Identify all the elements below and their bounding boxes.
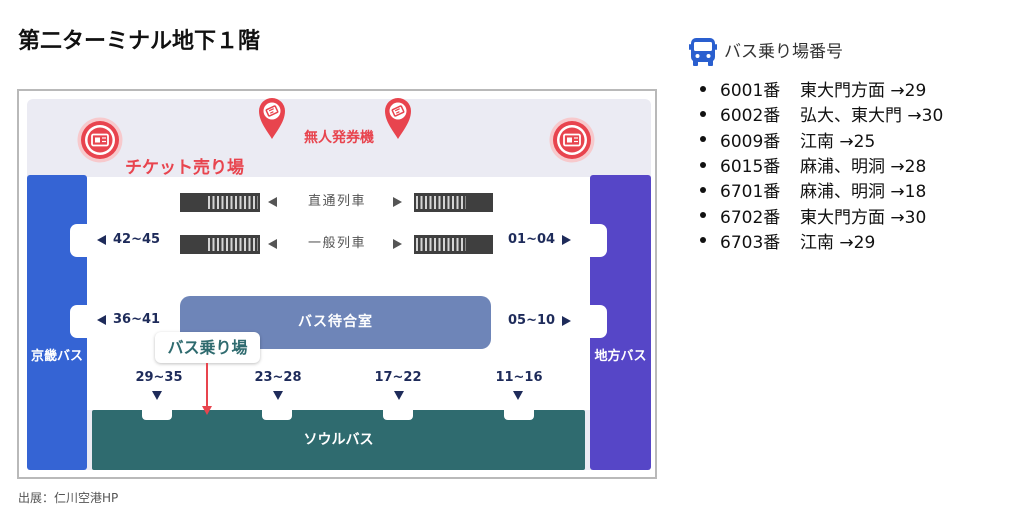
left-arrow-icon [97, 235, 106, 245]
train-icon [414, 193, 493, 212]
ticket-counter-icon [77, 117, 123, 163]
list-item: 6702番 東大門方面 →30 [700, 202, 943, 228]
terminal-map: 無人発券機 チケット売り場 京畿バス 地方バス 直通列車 一般列車 42~45 … [17, 89, 657, 479]
red-arrow-icon [206, 363, 208, 408]
ticket-counter-label: チケット売り場 [125, 158, 244, 178]
bus-number: 6702番 [720, 207, 781, 228]
gyeonggi-bus-label: 京畿バス [30, 349, 83, 364]
left-arrow-icon [268, 197, 277, 207]
bullet-icon [700, 186, 706, 193]
bus-destination: 江南 →29 [800, 232, 876, 253]
bullet-icon [700, 161, 706, 168]
gate-tab [262, 406, 292, 420]
bottom-gate-label: 17~22 [374, 370, 422, 385]
bus-destination: 麻浦、明洞 →28 [800, 157, 927, 178]
gate-tab [383, 406, 413, 420]
bus-destination: 東大門方面 →30 [800, 207, 927, 228]
bus-number: 6703番 [720, 232, 781, 253]
waiting-room-label: バス待合室 [298, 314, 373, 330]
gate-tab [142, 406, 172, 420]
left-gate-lower: 36~41 [97, 312, 160, 328]
bus-stop-list: 6001番 東大門方面 →29 6002番 弘大、東大門 →30 6009番 江… [700, 76, 943, 253]
bus-number: 6701番 [720, 182, 781, 203]
bottom-gate-label: 23~28 [254, 370, 302, 385]
map-pin-ticket-icon [259, 98, 285, 139]
train-icon [414, 235, 493, 254]
train-icon [180, 235, 260, 254]
page-title: 第二ターミナル地下１階 [18, 29, 261, 54]
gate-tab [504, 406, 534, 420]
down-arrow-icon [513, 391, 523, 400]
bus-number: 6001番 [720, 81, 781, 102]
list-item: 6009番 江南 →25 [700, 127, 943, 152]
bus-icon [689, 38, 717, 66]
list-item: 6002番 弘大、東大門 →30 [700, 101, 943, 126]
local-train-label: 一般列車 [307, 236, 366, 251]
ticket-machine-label: 無人発券機 [304, 130, 374, 146]
down-arrow-icon [152, 391, 162, 400]
right-arrow-icon [393, 239, 402, 249]
source-note: 出展：仁川空港HP [18, 491, 119, 505]
down-arrow-icon [273, 391, 283, 400]
bus-destination: 東大門方面 →29 [800, 81, 927, 102]
bus-number: 6015番 [720, 157, 781, 178]
right-arrow-icon [562, 235, 572, 245]
bus-destination: 麻浦、明洞 →18 [800, 182, 927, 203]
gate-number: 36~41 [113, 312, 161, 327]
bus-stop-callout: バス乗り場 [155, 332, 260, 363]
bottom-gate-label: 11~16 [495, 370, 543, 385]
gate-row-upper [70, 224, 607, 257]
train-icon [180, 193, 260, 212]
gate-number: 42~45 [113, 232, 161, 247]
bullet-icon [700, 136, 706, 143]
left-arrow-icon [268, 239, 277, 249]
right-gate-lower: 05~10 [508, 313, 572, 329]
bullet-icon [700, 110, 706, 117]
bullet-icon [700, 85, 706, 92]
down-arrow-icon [394, 391, 404, 400]
gate-number: 05~10 [508, 313, 556, 328]
bus-destination: 弘大、東大門 →30 [800, 106, 944, 127]
ticket-counter-icon [549, 117, 595, 163]
list-item: 6015番 麻浦、明洞 →28 [700, 152, 943, 177]
bullet-icon [700, 237, 706, 244]
bus-number: 6002番 [720, 106, 781, 127]
bullet-icon [700, 212, 706, 219]
regional-bus-label: 地方バス [594, 349, 647, 364]
bus-number: 6009番 [720, 131, 781, 152]
seoul-bus-area: ソウルバス [92, 410, 585, 470]
list-item: 6701番 麻浦、明洞 →18 [700, 177, 943, 202]
list-item: 6001番 東大門方面 →29 [700, 76, 943, 101]
left-gate-upper: 42~45 [97, 232, 160, 248]
callout-label: バス乗り場 [167, 338, 248, 357]
list-item: 6703番 江南 →29 [700, 228, 943, 253]
right-arrow-icon [393, 197, 402, 207]
seoul-bus-label: ソウルバス [303, 432, 374, 448]
bus-destination: 江南 →25 [800, 131, 876, 152]
right-gate-upper: 01~04 [508, 232, 572, 248]
right-arrow-icon [562, 316, 572, 326]
map-pin-ticket-icon [385, 98, 411, 139]
hall-floor [87, 177, 590, 410]
bus-list-heading: バス乗り場番号 [724, 42, 843, 62]
left-arrow-icon [97, 315, 106, 325]
bottom-gate-label: 29~35 [135, 370, 183, 385]
express-train-label: 直通列車 [307, 194, 366, 209]
red-arrow-head-icon [202, 406, 212, 415]
gate-number: 01~04 [508, 232, 556, 247]
